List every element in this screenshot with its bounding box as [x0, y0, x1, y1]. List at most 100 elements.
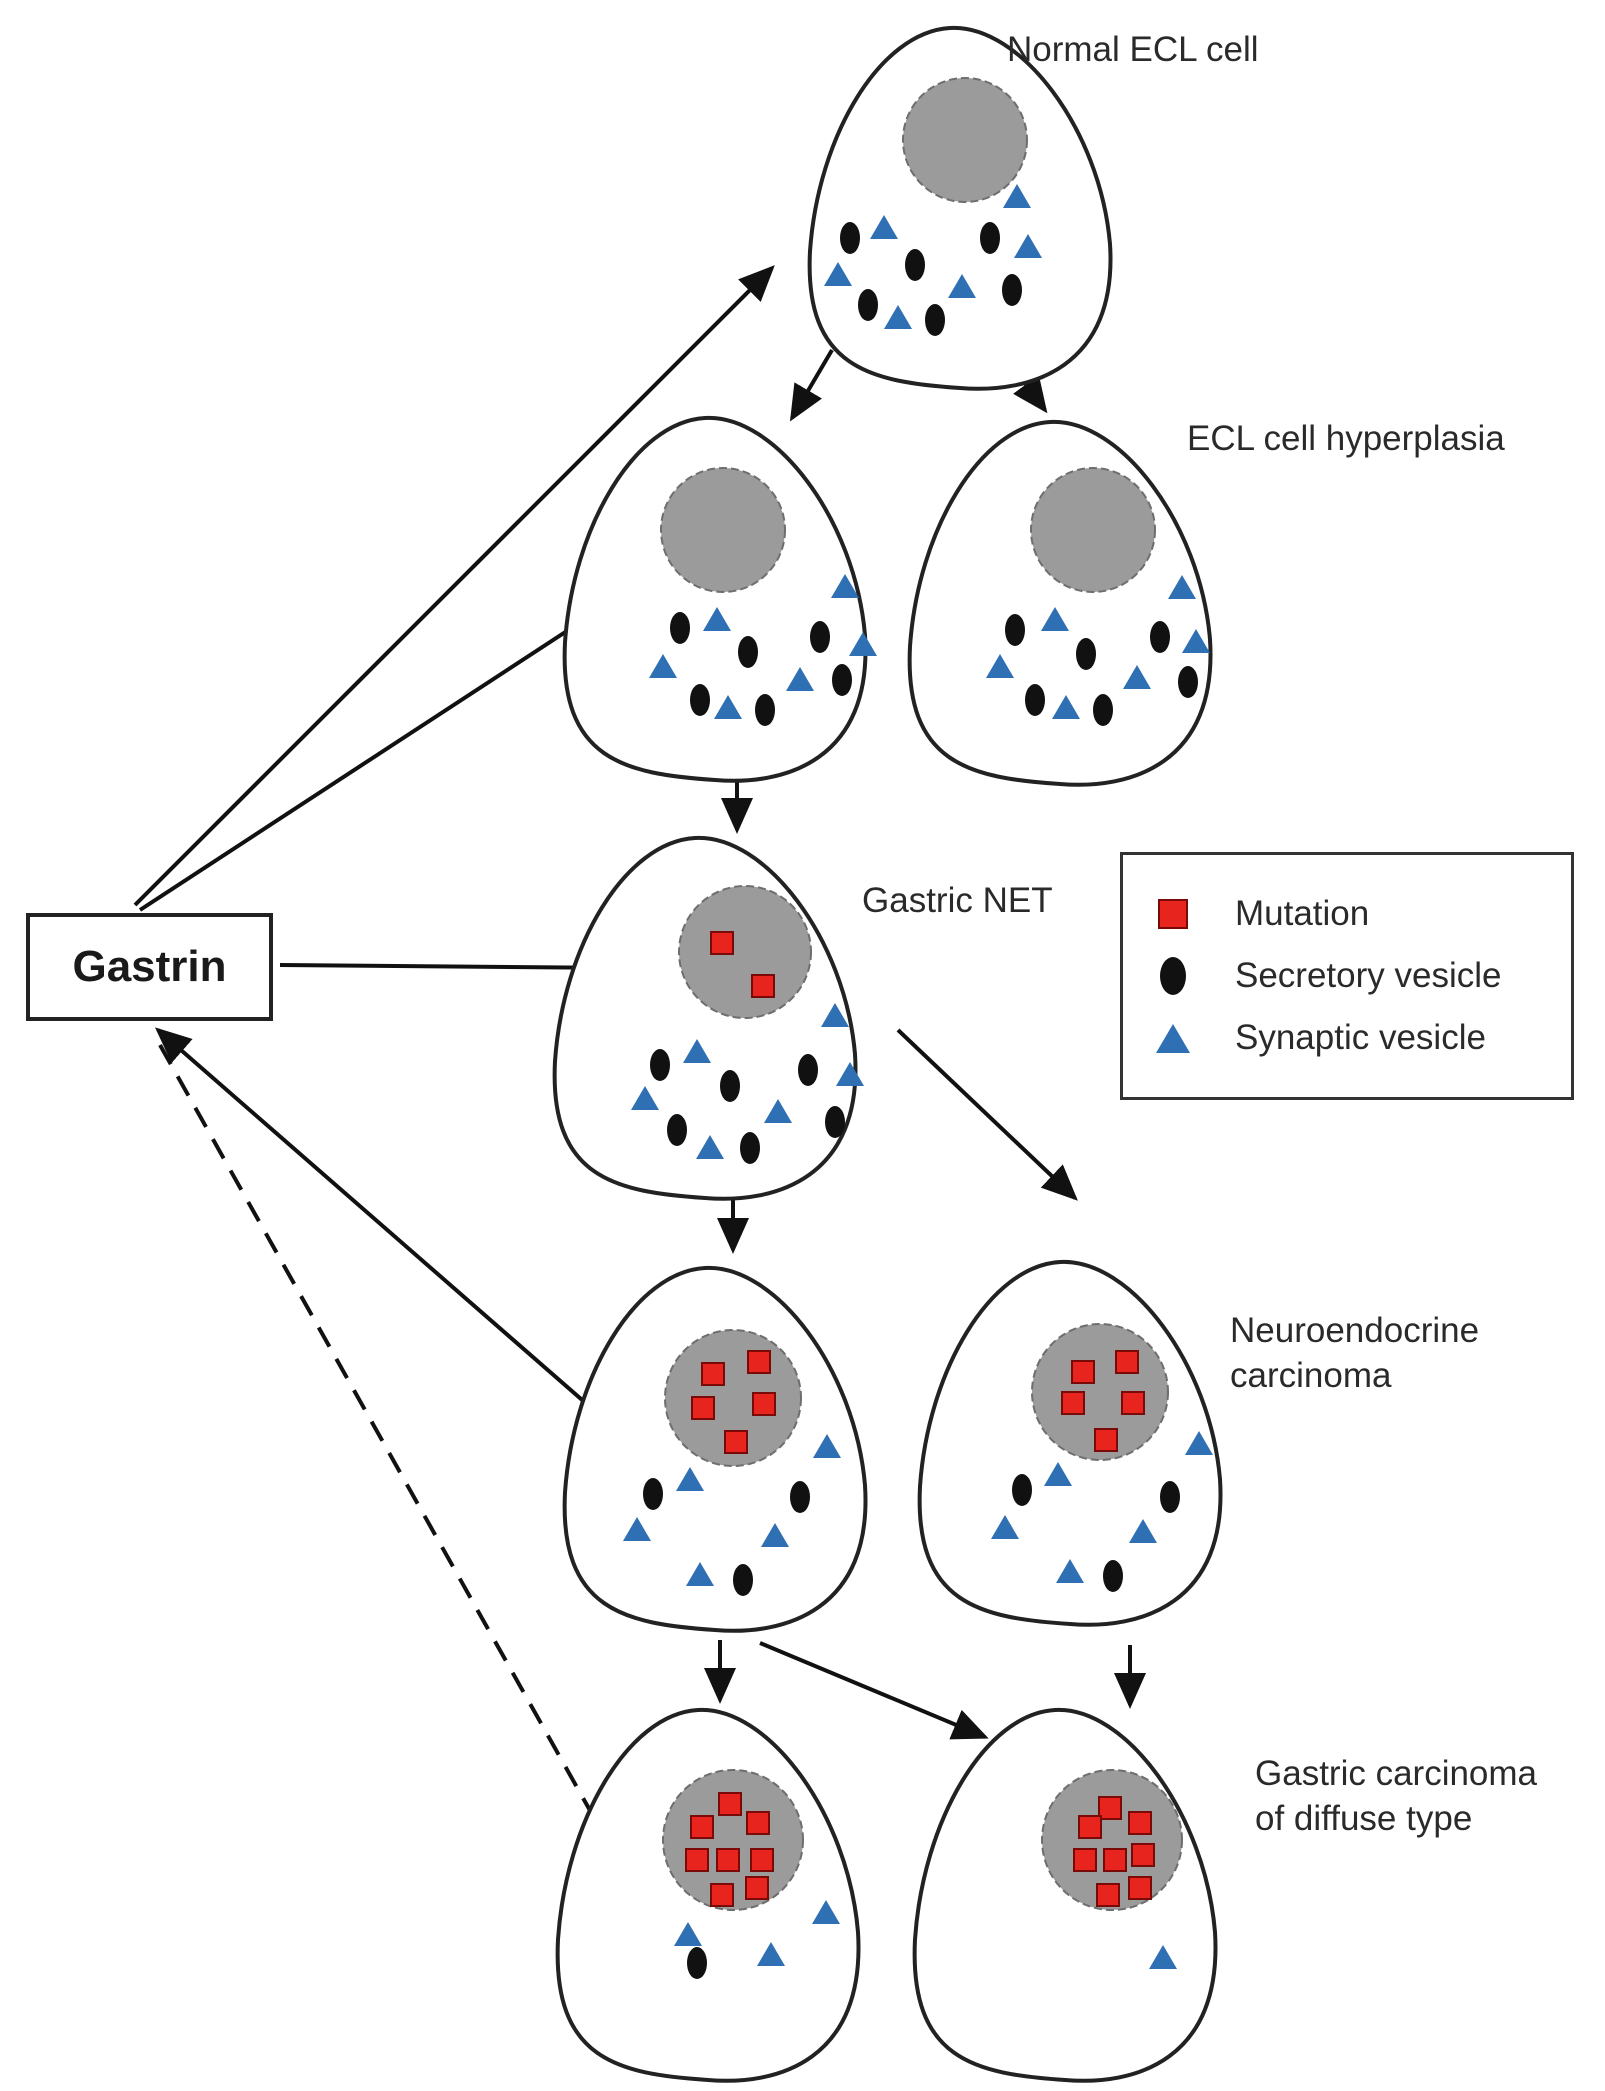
cell-diffuse-right	[912, 1707, 1218, 2083]
label-diffuse-line2: of diffuse type	[1255, 1799, 1473, 1838]
synaptic-vesicle	[714, 695, 742, 719]
mutation-marker	[1094, 1428, 1118, 1452]
synaptic-vesicle	[1182, 629, 1210, 653]
secretory-vesicle	[738, 636, 758, 668]
nucleus	[902, 77, 1028, 203]
synaptic-vesicle	[786, 667, 814, 691]
secretory-vesicle	[643, 1478, 663, 1510]
mutation-marker	[1121, 1391, 1145, 1415]
synaptic-vesicle	[631, 1086, 659, 1110]
mutation-marker	[1131, 1843, 1155, 1867]
nucleus	[662, 1769, 804, 1911]
arrow-gastrin-to-diffuse	[158, 1044, 617, 1859]
synaptic-vesicle	[1014, 234, 1042, 258]
synaptic-vesicle	[1123, 665, 1151, 689]
mutation-marker	[1103, 1848, 1127, 1872]
label-gastric-net: Gastric NET	[862, 881, 1053, 920]
synaptic-vesicle	[696, 1135, 724, 1159]
secretory-vesicle	[840, 222, 860, 254]
synaptic-vesicle	[1052, 695, 1080, 719]
synaptic-vesicle	[1041, 607, 1069, 631]
synaptic-vesicle	[1003, 184, 1031, 208]
secretory-vesicle	[810, 621, 830, 653]
cells	[552, 25, 1223, 2083]
mutation-marker	[746, 1811, 770, 1835]
secretory-vesicle	[832, 664, 852, 696]
synaptic-vesicle	[757, 1942, 785, 1966]
mutation-marker	[718, 1792, 742, 1816]
mutation-marker	[745, 1876, 769, 1900]
label-normal-ecl-cell: Normal ECL cell	[1007, 30, 1259, 69]
synaptic-vesicle	[1168, 575, 1196, 599]
synaptic-vesicle	[812, 1900, 840, 1924]
synaptic-vesicle	[849, 632, 877, 656]
secretory-vesicle	[1025, 684, 1045, 716]
synaptic-vesicle	[836, 1062, 864, 1086]
synaptic-vesicle	[1129, 1519, 1157, 1543]
legend-label-mutation: Mutation	[1235, 894, 1370, 933]
secretory-vesicle	[733, 1564, 753, 1596]
cell-nec-right	[917, 1259, 1223, 1627]
secretory-vesicle	[667, 1114, 687, 1146]
label-nec-line2: carcinoma	[1230, 1356, 1392, 1395]
arrow-nec-to-gastrin	[154, 1027, 622, 1435]
mutation-marker	[751, 974, 775, 998]
mutation-icon	[1151, 892, 1195, 936]
synaptic-vesicle	[824, 262, 852, 286]
legend-label-secretory: Secretory vesicle	[1235, 956, 1502, 995]
secretory-vesicle	[720, 1070, 740, 1102]
secretory-vesicle	[1012, 1474, 1032, 1506]
secretory-vesicle	[1150, 621, 1170, 653]
mutation-marker	[691, 1396, 715, 1420]
synaptic-vesicle	[884, 305, 912, 329]
synaptic-vesicle	[764, 1099, 792, 1123]
arrows	[133, 265, 1146, 1859]
secretory-vesicle	[1076, 638, 1096, 670]
mutation-marker	[710, 931, 734, 955]
synaptic-vesicle	[821, 1003, 849, 1027]
secretory-vesicle	[1178, 666, 1198, 698]
synaptic-vesicle	[948, 274, 976, 298]
legend-item-secretory: Secretory vesicle	[1151, 951, 1501, 1001]
mutation-marker	[710, 1883, 734, 1907]
synaptic-vesicle	[1044, 1462, 1072, 1486]
label-ecl-hyperplasia: ECL cell hyperplasia	[1187, 419, 1505, 458]
cell-nec-left	[562, 1265, 868, 1633]
cell-membrane	[912, 1707, 1218, 2083]
nucleus	[678, 885, 812, 1019]
legend-label-synaptic: Synaptic vesicle	[1235, 1018, 1486, 1057]
arrow-gastrin-to-net	[279, 951, 632, 984]
gastrin-label: Gastrin	[72, 942, 227, 991]
synaptic-vesicle	[813, 1434, 841, 1458]
cell-hyperplasia-right	[907, 419, 1213, 787]
synaptic-vesicle	[703, 607, 731, 631]
cell-normal-ecl	[807, 25, 1113, 391]
mutation-marker	[1098, 1796, 1122, 1820]
cell-diffuse-left	[555, 1707, 861, 2083]
synaptic-vesicle	[991, 1515, 1019, 1539]
secretory-vesicle	[825, 1106, 845, 1138]
mutation-marker	[752, 1392, 776, 1416]
secretory-vesicle	[905, 249, 925, 281]
legend: Mutation Secretory vesicle Synaptic vesi…	[1120, 852, 1574, 1100]
gastrin-box: Gastrin	[26, 913, 273, 1021]
synaptic-vesicle	[761, 1523, 789, 1547]
nucleus	[660, 467, 786, 593]
mutation-marker	[1061, 1391, 1085, 1415]
synaptic-vesicle	[870, 215, 898, 239]
label-diffuse-line1: Gastric carcinoma	[1255, 1754, 1538, 1793]
synaptic-vesicle	[831, 574, 859, 598]
mutation-marker	[685, 1848, 709, 1872]
synaptic-vesicle	[986, 654, 1014, 678]
secretory-vesicle	[980, 222, 1000, 254]
mutation-marker	[747, 1350, 771, 1374]
secretory-vesicle	[790, 1481, 810, 1513]
synaptic-vesicle	[649, 654, 677, 678]
secretory-vesicle	[650, 1049, 670, 1081]
synaptic-vesicle	[1185, 1431, 1213, 1455]
mutation-marker	[1073, 1848, 1097, 1872]
nucleus	[1041, 1769, 1183, 1911]
secretory-vesicle	[798, 1054, 818, 1086]
synaptic-vesicle	[676, 1467, 704, 1491]
